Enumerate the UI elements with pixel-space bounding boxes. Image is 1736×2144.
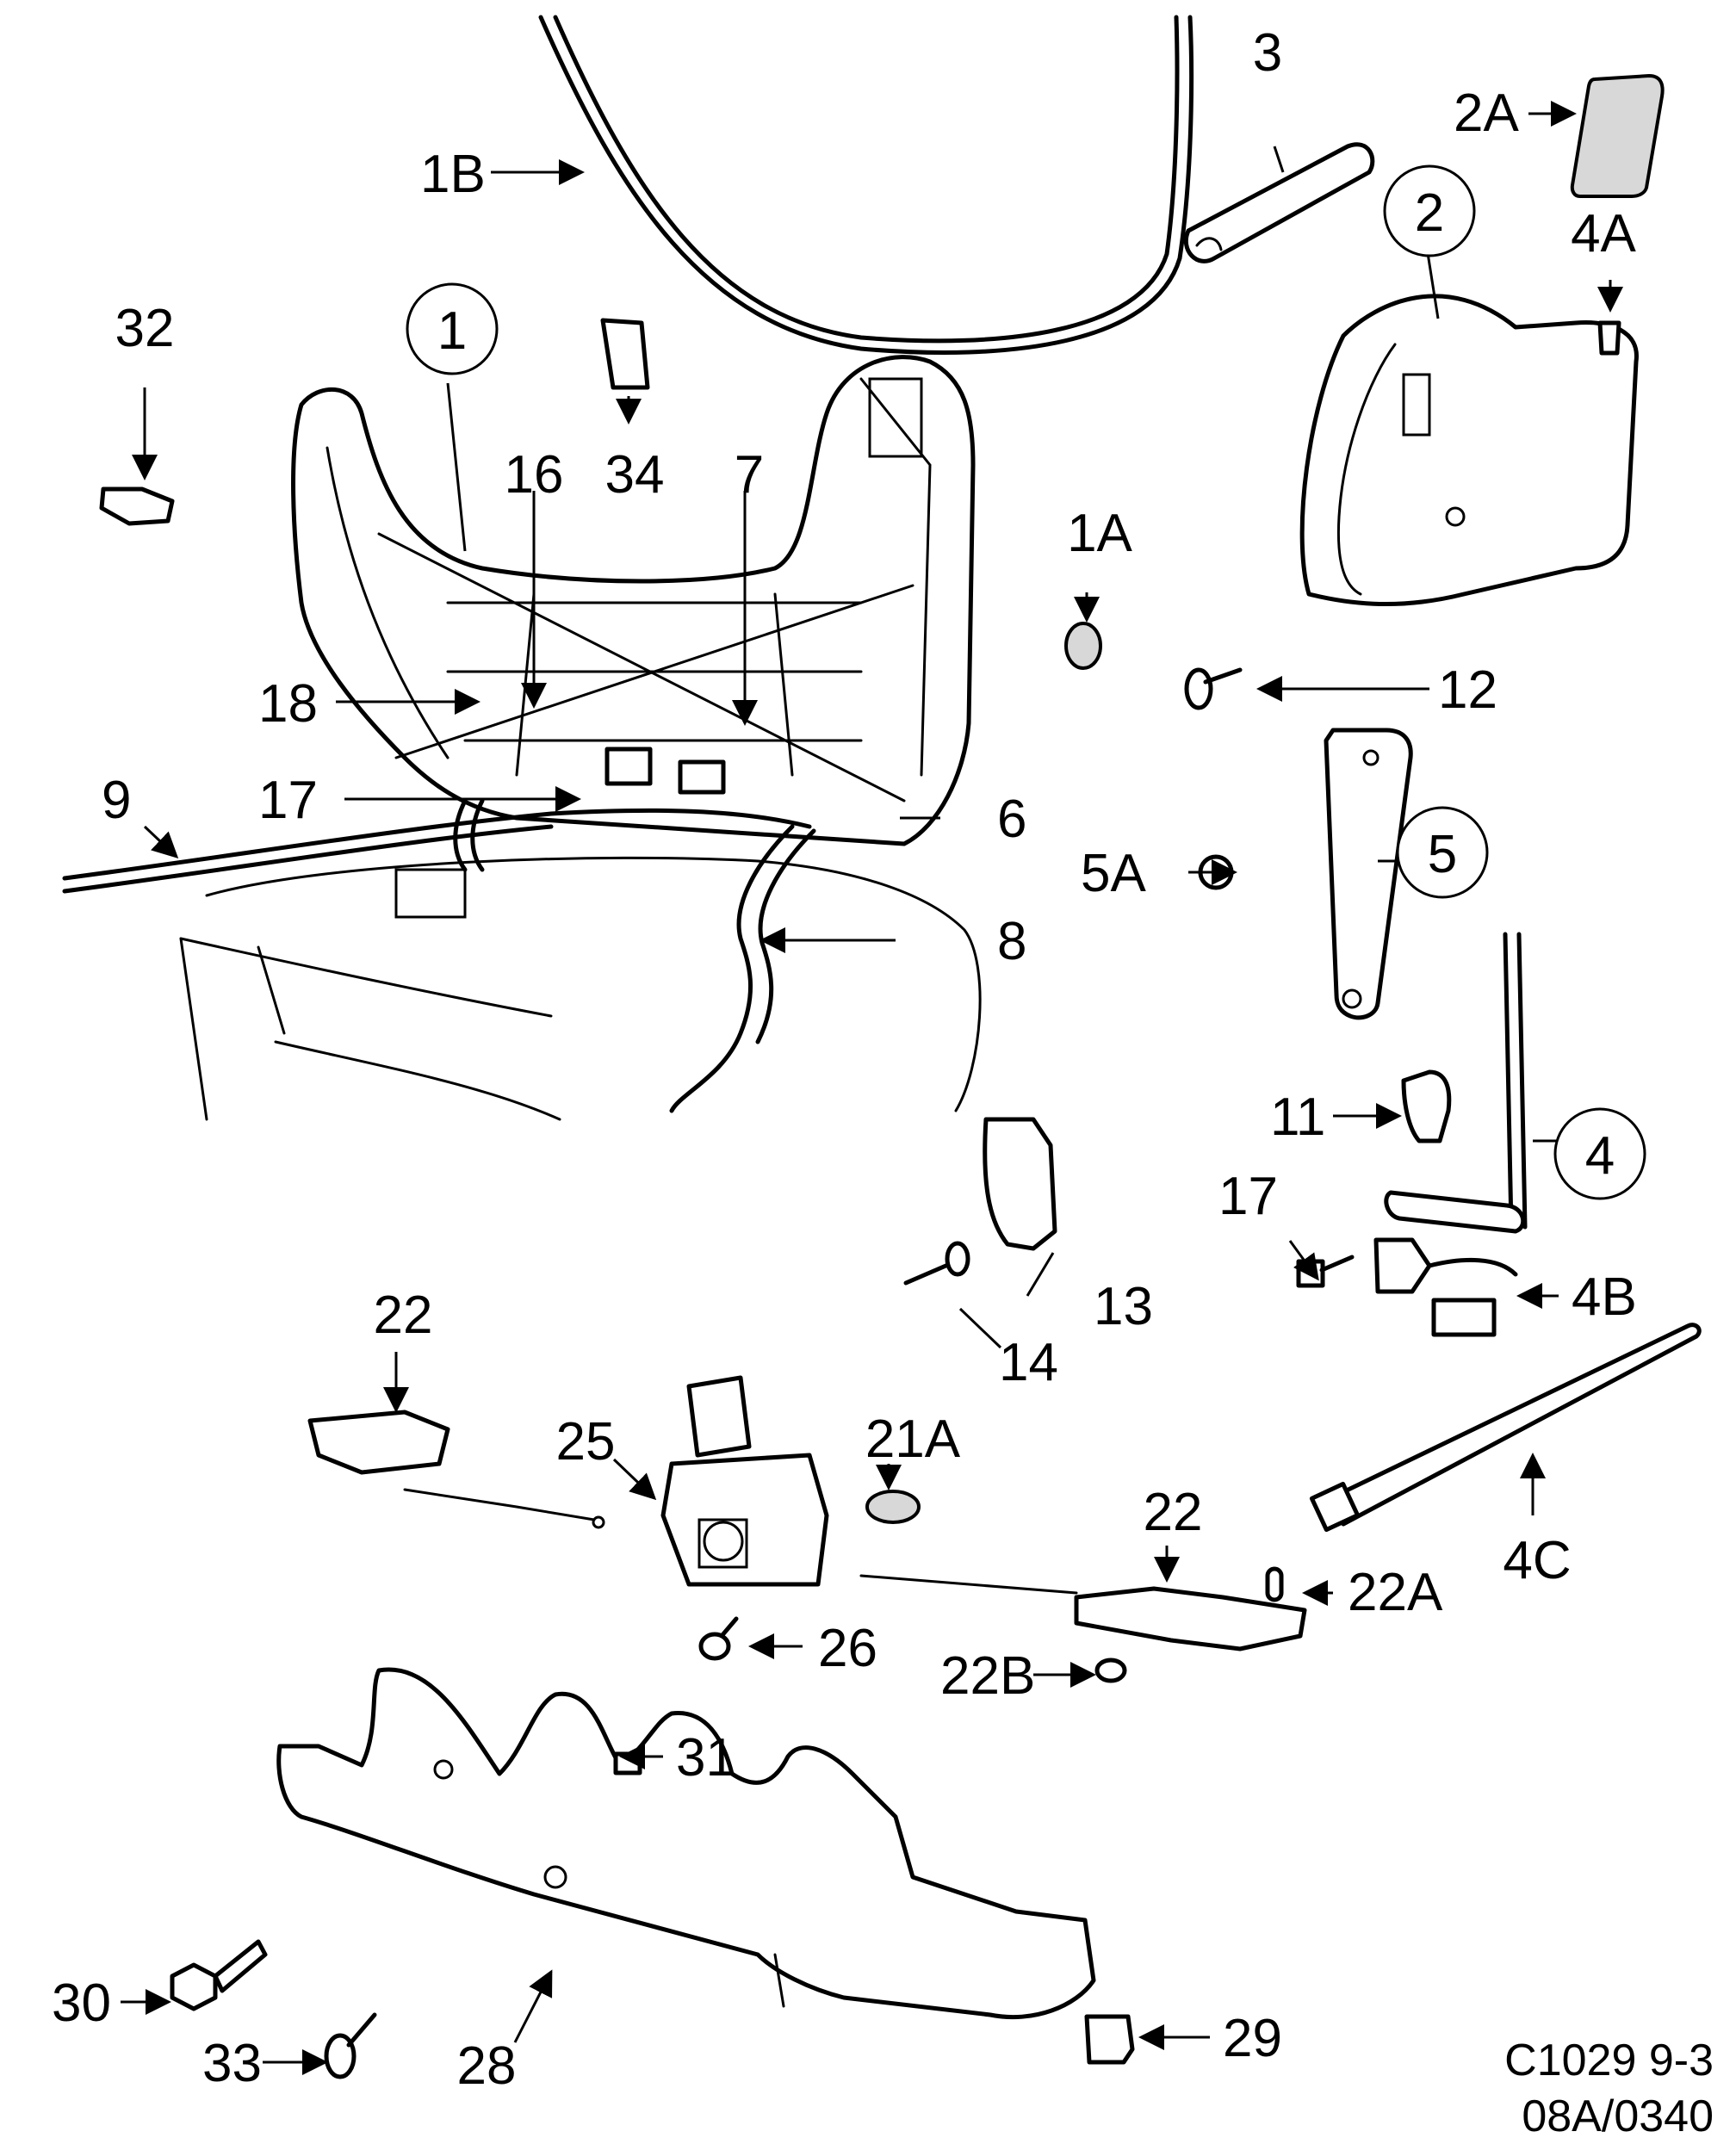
bracket-5 — [1324, 728, 1413, 1020]
cap-2a — [1570, 73, 1665, 198]
label-14: 14 — [999, 1333, 1058, 1392]
latch-22-right — [859, 1574, 1307, 1651]
callout-circle-5: 5 — [1396, 806, 1489, 899]
label-12: 12 — [1438, 660, 1497, 720]
rivet-14 — [903, 1241, 970, 1286]
label-9: 9 — [102, 771, 131, 830]
label-8: 8 — [997, 912, 1026, 971]
label-17-lower: 17 — [1218, 1167, 1278, 1226]
clip-29 — [1084, 2014, 1135, 2065]
label-25: 25 — [556, 1412, 616, 1472]
svg-text:2: 2 — [1415, 183, 1444, 243]
pad-34 — [600, 318, 650, 390]
label-30: 30 — [52, 1974, 111, 2033]
car-body-outline — [179, 856, 982, 1121]
label-28: 28 — [457, 2036, 517, 2096]
cover-28 — [276, 1667, 1096, 2020]
label-5a: 5A — [1081, 844, 1146, 903]
callout-circle-2: 2 — [1383, 164, 1476, 257]
reference-code-line1: C1029 9-3 — [1504, 2036, 1714, 2085]
block-13 — [983, 1117, 1057, 1251]
antenna-4 — [1384, 932, 1528, 1234]
svg-text:4: 4 — [1585, 1126, 1615, 1186]
label-4b: 4B — [1572, 1267, 1637, 1327]
side-panel-2 — [1299, 294, 1639, 607]
label-18: 18 — [258, 674, 318, 734]
callout-circle-4: 4 — [1553, 1107, 1646, 1200]
label-4a: 4A — [1571, 204, 1636, 263]
label-16: 16 — [505, 445, 564, 505]
svg-text:5: 5 — [1428, 825, 1457, 884]
wire-connector-4b — [1373, 1237, 1518, 1337]
label-3: 3 — [1253, 23, 1282, 83]
seal-1b — [538, 15, 1194, 355]
label-22a: 22A — [1348, 1563, 1443, 1622]
label-1b: 1B — [420, 145, 486, 204]
label-22-right: 22 — [1144, 1483, 1203, 1542]
bolt-30 — [170, 1939, 268, 2011]
screw-12 — [1184, 667, 1243, 710]
label-22-left: 22 — [374, 1286, 433, 1345]
label-6: 6 — [997, 790, 1026, 849]
connector-4a — [1597, 320, 1621, 356]
screw-26 — [698, 1616, 739, 1661]
part-21a — [865, 1490, 921, 1524]
grommet-1a — [1064, 622, 1102, 670]
seat-back-frame-1 — [291, 355, 976, 846]
washer-22b — [1094, 1658, 1127, 1683]
cable-harness — [62, 798, 816, 1113]
callout-labels: 1B 3 2A 4A 32 16 34 7 1A 12 18 17 9 6 5A… — [52, 23, 1637, 2096]
label-26: 26 — [818, 1619, 877, 1678]
label-34: 34 — [605, 445, 665, 505]
label-13: 13 — [1094, 1277, 1153, 1336]
label-21a: 21A — [865, 1410, 961, 1469]
label-29: 29 — [1223, 2009, 1282, 2068]
svg-text:1: 1 — [437, 301, 467, 361]
label-31: 31 — [676, 1728, 735, 1788]
label-11: 11 — [1270, 1087, 1325, 1147]
label-7: 7 — [735, 445, 764, 505]
callout-circle-1: 1 — [406, 282, 499, 375]
clip-11 — [1401, 1069, 1452, 1143]
cable-tie-4c — [1309, 1323, 1702, 1533]
trim-profile-3 — [1183, 142, 1375, 263]
label-22b: 22B — [940, 1646, 1035, 1706]
label-2a: 2A — [1454, 84, 1519, 143]
block-32 — [99, 486, 175, 526]
label-17-upper: 17 — [258, 771, 318, 830]
label-32: 32 — [115, 299, 175, 358]
bolt-17 — [1296, 1255, 1355, 1288]
screw-33 — [324, 2012, 377, 2079]
reference-code-line2: 08A/0340 — [1522, 2091, 1714, 2141]
label-1a: 1A — [1067, 504, 1132, 563]
latch-motor-25 — [660, 1375, 829, 1587]
label-33: 33 — [202, 2034, 262, 2093]
label-4c: 4C — [1503, 1531, 1571, 1590]
pin-22a — [1265, 1566, 1284, 1602]
latch-22-left — [307, 1410, 605, 1529]
